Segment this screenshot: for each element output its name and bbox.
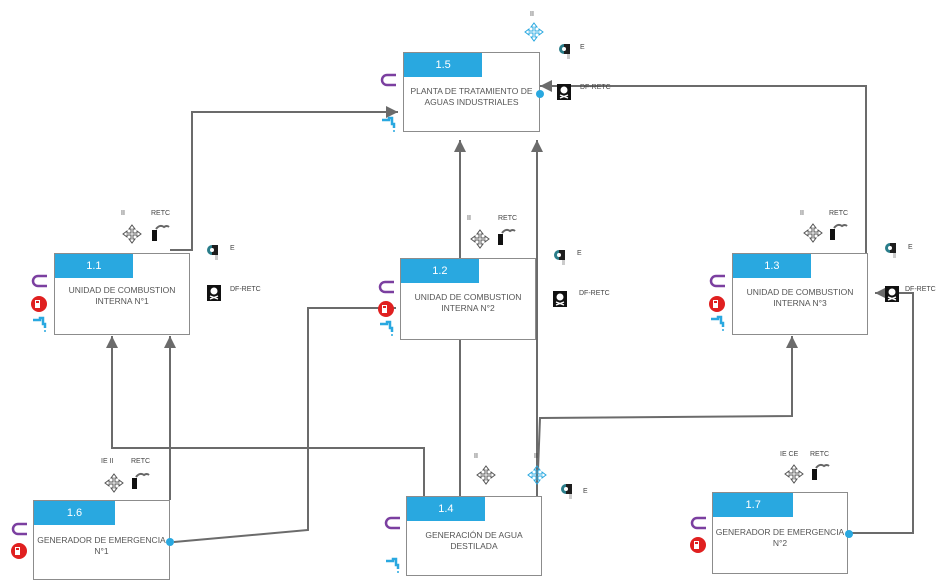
node-label: UNIDAD DE COMBUSTION INTERNA N°1 — [68, 285, 176, 306]
node-label: PLANTA DE TRATAMIENTO DE AGUAS INDUSTRIA… — [410, 86, 533, 107]
tag-top-2: II — [534, 453, 538, 460]
wire-1-4-to-1-1 — [106, 336, 425, 497]
toilet-roll-icon — [561, 484, 572, 499]
node-id: 1.1 — [55, 254, 133, 278]
tag-top: II — [474, 453, 478, 460]
fuel-pump-icon — [11, 543, 27, 559]
chimney-smoke-icon — [830, 223, 848, 240]
toilet-roll-icon — [554, 250, 565, 265]
recycle-loop-icon — [380, 73, 396, 87]
node-1-3[interactable]: 1.3 UNIDAD DE COMBUSTION INTERNA N°3 — [732, 253, 868, 335]
chimney-smoke-icon — [152, 224, 170, 241]
tag-top: IE II — [101, 458, 114, 465]
arrows-cross-icon — [524, 22, 544, 42]
recycle-loop-icon — [384, 516, 400, 530]
node-label: GENERACIÓN DE AGUA DESTILADA — [425, 530, 523, 551]
tag-top: II — [121, 210, 125, 217]
wire-1-6-to-1-2 — [173, 302, 396, 543]
tag-df-retc: DF-RETC — [579, 290, 610, 297]
recycle-loop-icon — [709, 274, 725, 288]
output-port[interactable] — [536, 90, 544, 98]
tag-retc: RETC — [498, 215, 518, 222]
tag-retc: RETC — [151, 210, 171, 217]
node-id: 1.3 — [733, 254, 811, 278]
tag-retc: RETC — [810, 451, 830, 458]
output-port[interactable] — [845, 530, 853, 538]
arrows-cross-icon — [803, 223, 823, 243]
water-tap-icon — [33, 316, 47, 332]
node-1-2[interactable]: 1.2 UNIDAD DE COMBUSTION INTERNA N°2 — [400, 258, 536, 340]
node-1-4[interactable]: 1.4 GENERACIÓN DE AGUA DESTILADA — [406, 496, 542, 576]
node-id: 1.7 — [713, 493, 794, 517]
tag-df-retc: DF-RETC — [580, 84, 611, 91]
toilet-roll-icon — [207, 245, 218, 260]
wire-1-3-to-1-5 — [540, 80, 867, 255]
node-id: 1.6 — [34, 501, 115, 525]
tag-df-retc: DF-RETC — [230, 286, 261, 293]
node-id: 1.5 — [404, 53, 483, 77]
chimney-smoke-icon — [498, 228, 516, 245]
node-1-7[interactable]: 1.7 GENERADOR DE EMERGENCIA N°2 — [712, 492, 848, 574]
hazard-skull-icon — [885, 286, 899, 302]
recycle-loop-icon — [11, 522, 27, 536]
water-tap-icon — [711, 315, 725, 331]
node-id: 1.2 — [401, 259, 479, 283]
fuel-pump-icon — [709, 296, 725, 312]
tag-top: IE CE — [780, 451, 799, 458]
output-port[interactable] — [166, 538, 174, 546]
arrows-cross-icon — [122, 224, 142, 244]
node-1-1[interactable]: 1.1 UNIDAD DE COMBUSTION INTERNA N°1 — [54, 253, 190, 335]
arrows-cross-icon — [104, 473, 124, 493]
hazard-skull-icon — [553, 291, 567, 307]
hazard-skull-icon — [557, 84, 571, 100]
node-label: GENERADOR DE EMERGENCIA N°1 — [37, 535, 166, 556]
wire-1-1-to-1-5 — [170, 106, 398, 251]
node-label: UNIDAD DE COMBUSTION INTERNA N°2 — [414, 292, 522, 313]
hazard-skull-icon — [207, 285, 221, 301]
arrows-cross-icon — [470, 229, 490, 249]
tag-e: E — [583, 488, 588, 495]
tag-e: E — [580, 44, 585, 51]
node-label: GENERADOR DE EMERGENCIA N°2 — [715, 527, 845, 548]
tag-top: II — [530, 11, 534, 18]
tag-df-retc: DF-RETC — [905, 286, 936, 293]
node-label: UNIDAD DE COMBUSTION INTERNA N°3 — [746, 287, 854, 308]
tag-top: II — [467, 215, 471, 222]
fuel-pump-icon — [378, 301, 394, 317]
tag-retc: RETC — [131, 458, 151, 465]
arrows-cross-icon — [784, 464, 804, 484]
node-1-5[interactable]: 1.5 PLANTA DE TRATAMIENTO DE AGUAS INDUS… — [403, 52, 540, 132]
tag-top: II — [800, 210, 804, 217]
water-tap-icon — [382, 116, 396, 132]
water-tap-icon — [380, 320, 394, 336]
tag-retc: RETC — [829, 210, 849, 217]
arrows-cross-icon — [527, 465, 547, 485]
fuel-pump-icon — [690, 537, 706, 553]
recycle-loop-icon — [378, 280, 394, 294]
recycle-loop-icon — [690, 516, 706, 530]
tag-e: E — [577, 250, 582, 257]
toilet-roll-icon — [885, 243, 896, 258]
chimney-smoke-icon — [812, 463, 830, 480]
toilet-roll-icon — [559, 44, 570, 59]
tag-e: E — [230, 245, 235, 252]
wire-1-4-to-1-3 — [537, 336, 798, 471]
fuel-pump-icon — [31, 296, 47, 312]
tag-e: E — [908, 244, 913, 251]
arrows-cross-icon — [476, 465, 496, 485]
recycle-loop-icon — [31, 274, 47, 288]
chimney-smoke-icon — [132, 472, 150, 489]
node-1-6[interactable]: 1.6 GENERADOR DE EMERGENCIA N°1 — [33, 500, 170, 580]
water-tap-icon — [386, 557, 400, 573]
node-id: 1.4 — [407, 497, 485, 521]
